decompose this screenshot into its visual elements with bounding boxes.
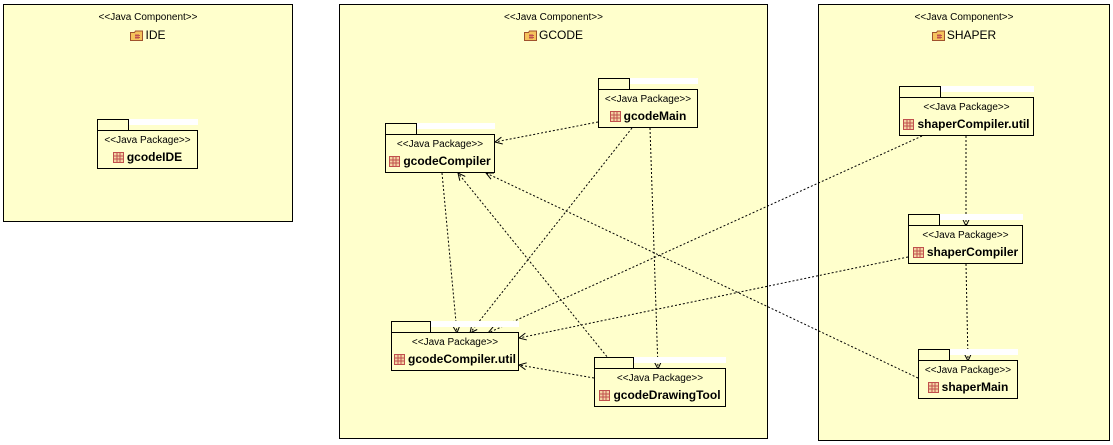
- java-package-icon: [389, 155, 401, 167]
- package-gcodeMain[interactable]: <<Java Package>> gcodeMain: [598, 78, 698, 128]
- java-package-icon: [912, 246, 924, 258]
- package-stereotype: <<Java Package>>: [411, 337, 499, 348]
- java-component-icon: [130, 30, 144, 41]
- component-stereotype: <<Java Component>>: [914, 12, 1014, 23]
- java-package-icon: [903, 118, 915, 130]
- package-shaperMain[interactable]: <<Java Package>> shaperMain: [918, 349, 1018, 399]
- package-stereotype: <<Java Package>>: [396, 139, 484, 150]
- package-name: shaperCompiler: [926, 245, 1019, 259]
- package-stereotype: <<Java Package>>: [604, 94, 692, 105]
- component-ide[interactable]: <<Java Component>> IDE: [3, 4, 293, 222]
- package-name: gcodeCompiler: [403, 154, 491, 168]
- package-name: shaperCompiler.util: [917, 117, 1030, 131]
- package-gcodeIDE[interactable]: <<Java Package>> gcodeIDE: [97, 119, 198, 169]
- package-stereotype: <<Java Package>>: [924, 365, 1012, 376]
- java-package-icon: [927, 381, 939, 393]
- package-stereotype: <<Java Package>>: [923, 102, 1010, 113]
- package-stereotype: <<Java Package>>: [104, 135, 191, 146]
- java-package-icon: [112, 151, 124, 163]
- package-name: gcodeDrawingTool: [613, 388, 721, 402]
- package-shaperCompiler-util[interactable]: <<Java Package>> shaperCompiler.util: [899, 86, 1034, 136]
- java-package-icon: [393, 353, 405, 365]
- package-name: gcodeIDE: [126, 150, 183, 164]
- component-name: GCODE: [538, 28, 583, 42]
- java-component-icon: [523, 30, 537, 41]
- package-stereotype: <<Java Package>>: [616, 373, 704, 384]
- package-gcodeCompiler[interactable]: <<Java Package>> gcodeCompiler: [385, 123, 495, 173]
- package-name: gcodeCompiler.util: [407, 352, 516, 366]
- java-package-icon: [599, 389, 611, 401]
- java-component-icon: [931, 30, 945, 41]
- package-shaperCompiler[interactable]: <<Java Package>> shaperCompiler: [908, 214, 1023, 264]
- package-name: gcodeMain: [623, 109, 687, 123]
- package-gcodeCompiler-util[interactable]: <<Java Package>> gcodeCompiler.util: [391, 321, 519, 371]
- component-name: IDE: [145, 28, 166, 42]
- package-gcodeDrawingTool[interactable]: <<Java Package>> gcodeDrawingTool: [594, 357, 726, 407]
- java-package-icon: [609, 110, 621, 122]
- component-stereotype: <<Java Component>>: [504, 12, 603, 23]
- component-name: SHAPER: [946, 28, 997, 42]
- package-stereotype: <<Java Package>>: [922, 230, 1009, 241]
- component-stereotype: <<Java Component>>: [98, 12, 198, 23]
- package-name: shaperMain: [941, 380, 1009, 394]
